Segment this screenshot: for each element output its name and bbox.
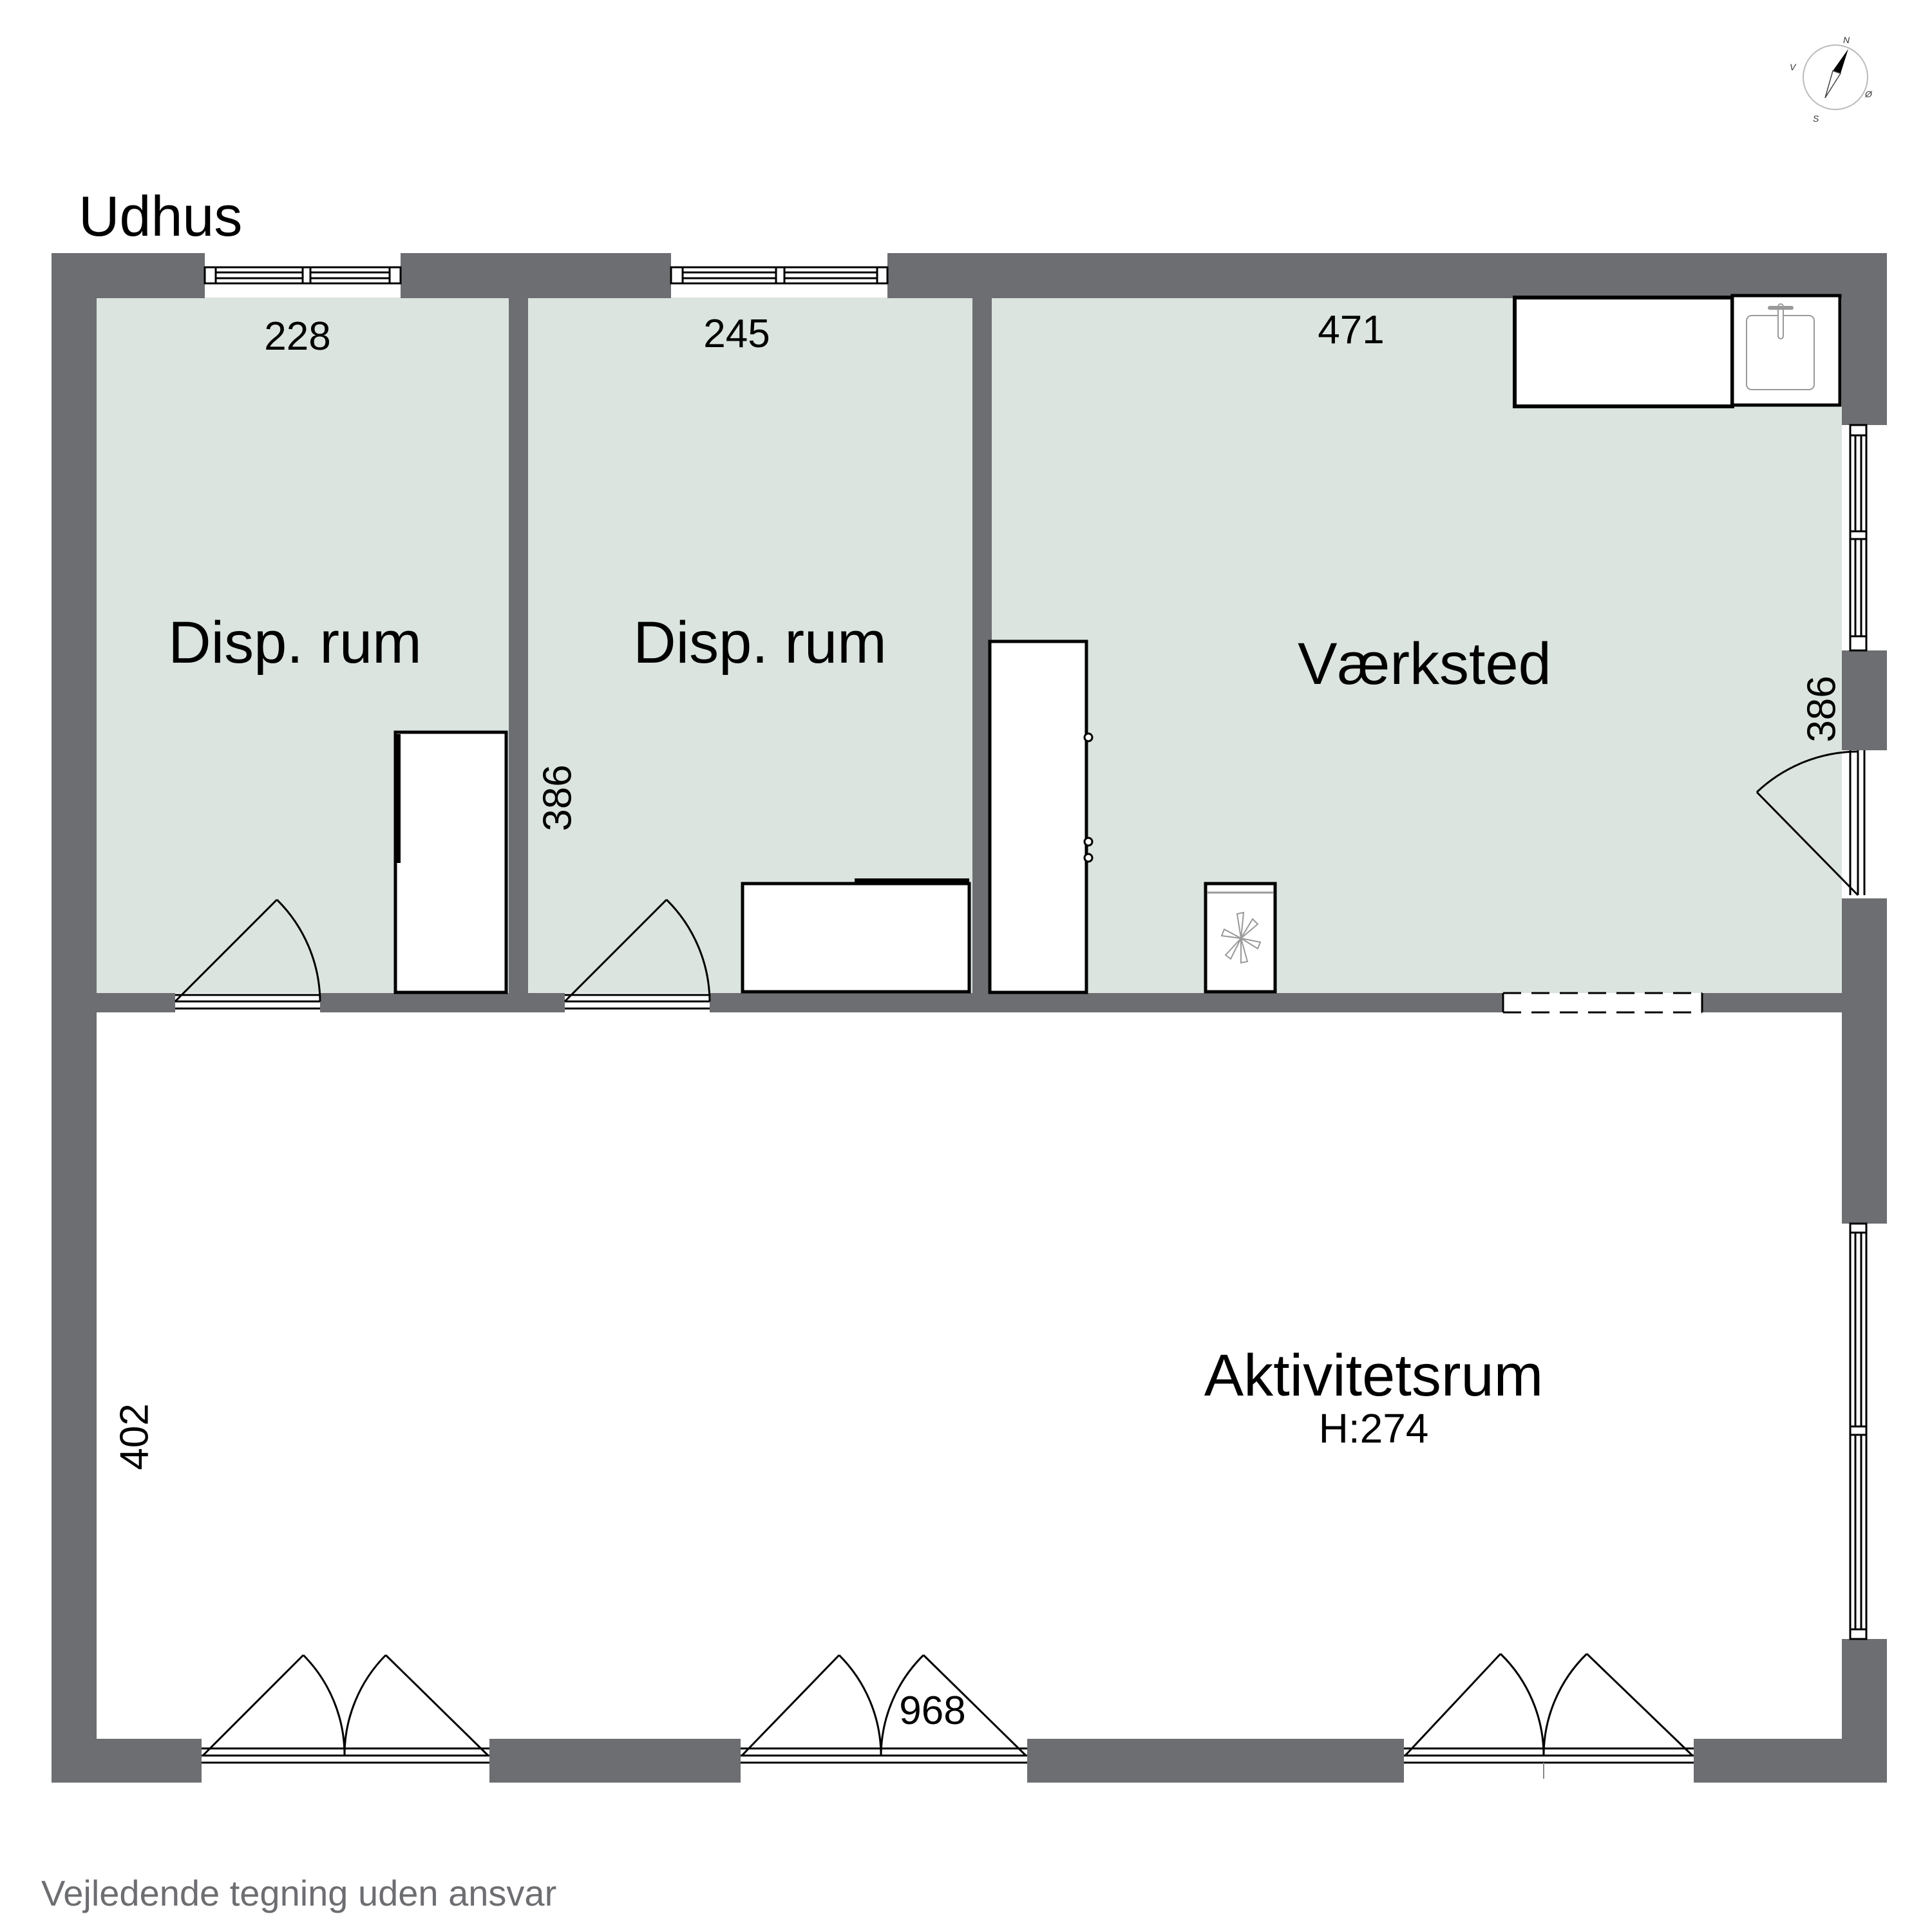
room-fill-vaerksted bbox=[992, 298, 1842, 993]
washing-machine bbox=[1204, 882, 1277, 994]
opening-vaerksted bbox=[1502, 992, 1703, 1014]
wall-interior-h1 bbox=[97, 993, 175, 1012]
wall-top-3 bbox=[887, 253, 1887, 298]
wall-interior-h2 bbox=[320, 993, 565, 1012]
wall-bottom-4 bbox=[1694, 1739, 1887, 1783]
room-height-aktivitetsrum: H:274 bbox=[1318, 1405, 1429, 1452]
door-disp-rum-2[interactable] bbox=[564, 898, 711, 1012]
dim-depth-disp-rum-1: 386 bbox=[535, 764, 580, 831]
bench-disp-rum-2 bbox=[741, 878, 971, 994]
dim-width-vaerksted: 471 bbox=[1318, 308, 1385, 352]
window-top-2 bbox=[670, 266, 889, 285]
window-right-2 bbox=[1849, 1222, 1868, 1640]
room-fill-aktivitetsrum bbox=[97, 1012, 1842, 1739]
door-right-vaerksted[interactable] bbox=[1756, 750, 1866, 898]
window-right-1 bbox=[1849, 424, 1868, 652]
dim-width-disp-rum-2: 245 bbox=[703, 312, 770, 356]
fan-icon bbox=[1220, 911, 1262, 964]
disclaimer: Vejledende tegning uden ansvar bbox=[41, 1873, 557, 1913]
room-label-disp-rum-2: Disp. rum bbox=[633, 610, 887, 676]
dim-width-disp-rum-1: 228 bbox=[264, 314, 331, 359]
cabinet-disp-rum-1 bbox=[393, 730, 508, 994]
dim-width-aktivitetsrum: 968 bbox=[899, 1689, 966, 1733]
room-fills bbox=[97, 298, 1842, 1739]
wall-top-2 bbox=[401, 253, 671, 298]
room-fill-disp-rum-2 bbox=[528, 298, 972, 993]
room-label-disp-rum-1: Disp. rum bbox=[168, 610, 422, 676]
wall-left bbox=[52, 253, 97, 1783]
double-door-1[interactable] bbox=[202, 1654, 489, 1764]
wall-interior-h4 bbox=[1702, 993, 1842, 1012]
wall-interior-h3 bbox=[710, 993, 1503, 1012]
compass-west-label: V bbox=[1790, 62, 1796, 72]
compass-icon bbox=[1803, 44, 1868, 110]
wall-right-1 bbox=[1842, 253, 1887, 425]
plan-title: Udhus bbox=[79, 184, 243, 248]
compass-south-label: S bbox=[1813, 113, 1819, 124]
double-door-2[interactable] bbox=[741, 1654, 1027, 1764]
dim-depth-vaerksted: 386 bbox=[1799, 676, 1844, 743]
wall-interior-v1 bbox=[509, 298, 528, 1012]
window-top-1 bbox=[204, 266, 402, 285]
wall-right-3 bbox=[1842, 898, 1887, 1224]
wall-bottom-3 bbox=[1027, 1739, 1404, 1783]
dim-depth-aktivitetsrum: 402 bbox=[112, 1403, 157, 1470]
tall-cabinet-vaerksted bbox=[988, 639, 1094, 994]
door-disp-rum-1[interactable] bbox=[174, 898, 321, 1012]
wall-bottom-2 bbox=[489, 1739, 741, 1783]
wall-right-2 bbox=[1842, 650, 1887, 750]
wall-bottom-1 bbox=[52, 1739, 202, 1783]
counter-vaerksted bbox=[1513, 296, 1734, 408]
walls bbox=[52, 253, 1887, 1783]
double-door-3[interactable] bbox=[1404, 1653, 1694, 1779]
compass-east-label: Ø bbox=[1865, 89, 1872, 99]
room-label-vaerksted: Værksted bbox=[1298, 631, 1551, 697]
room-label-aktivitetsrum: Aktivitetsrum bbox=[1204, 1343, 1544, 1408]
sink-vaerksted bbox=[1730, 294, 1842, 407]
compass-north-label: N bbox=[1843, 35, 1850, 45]
